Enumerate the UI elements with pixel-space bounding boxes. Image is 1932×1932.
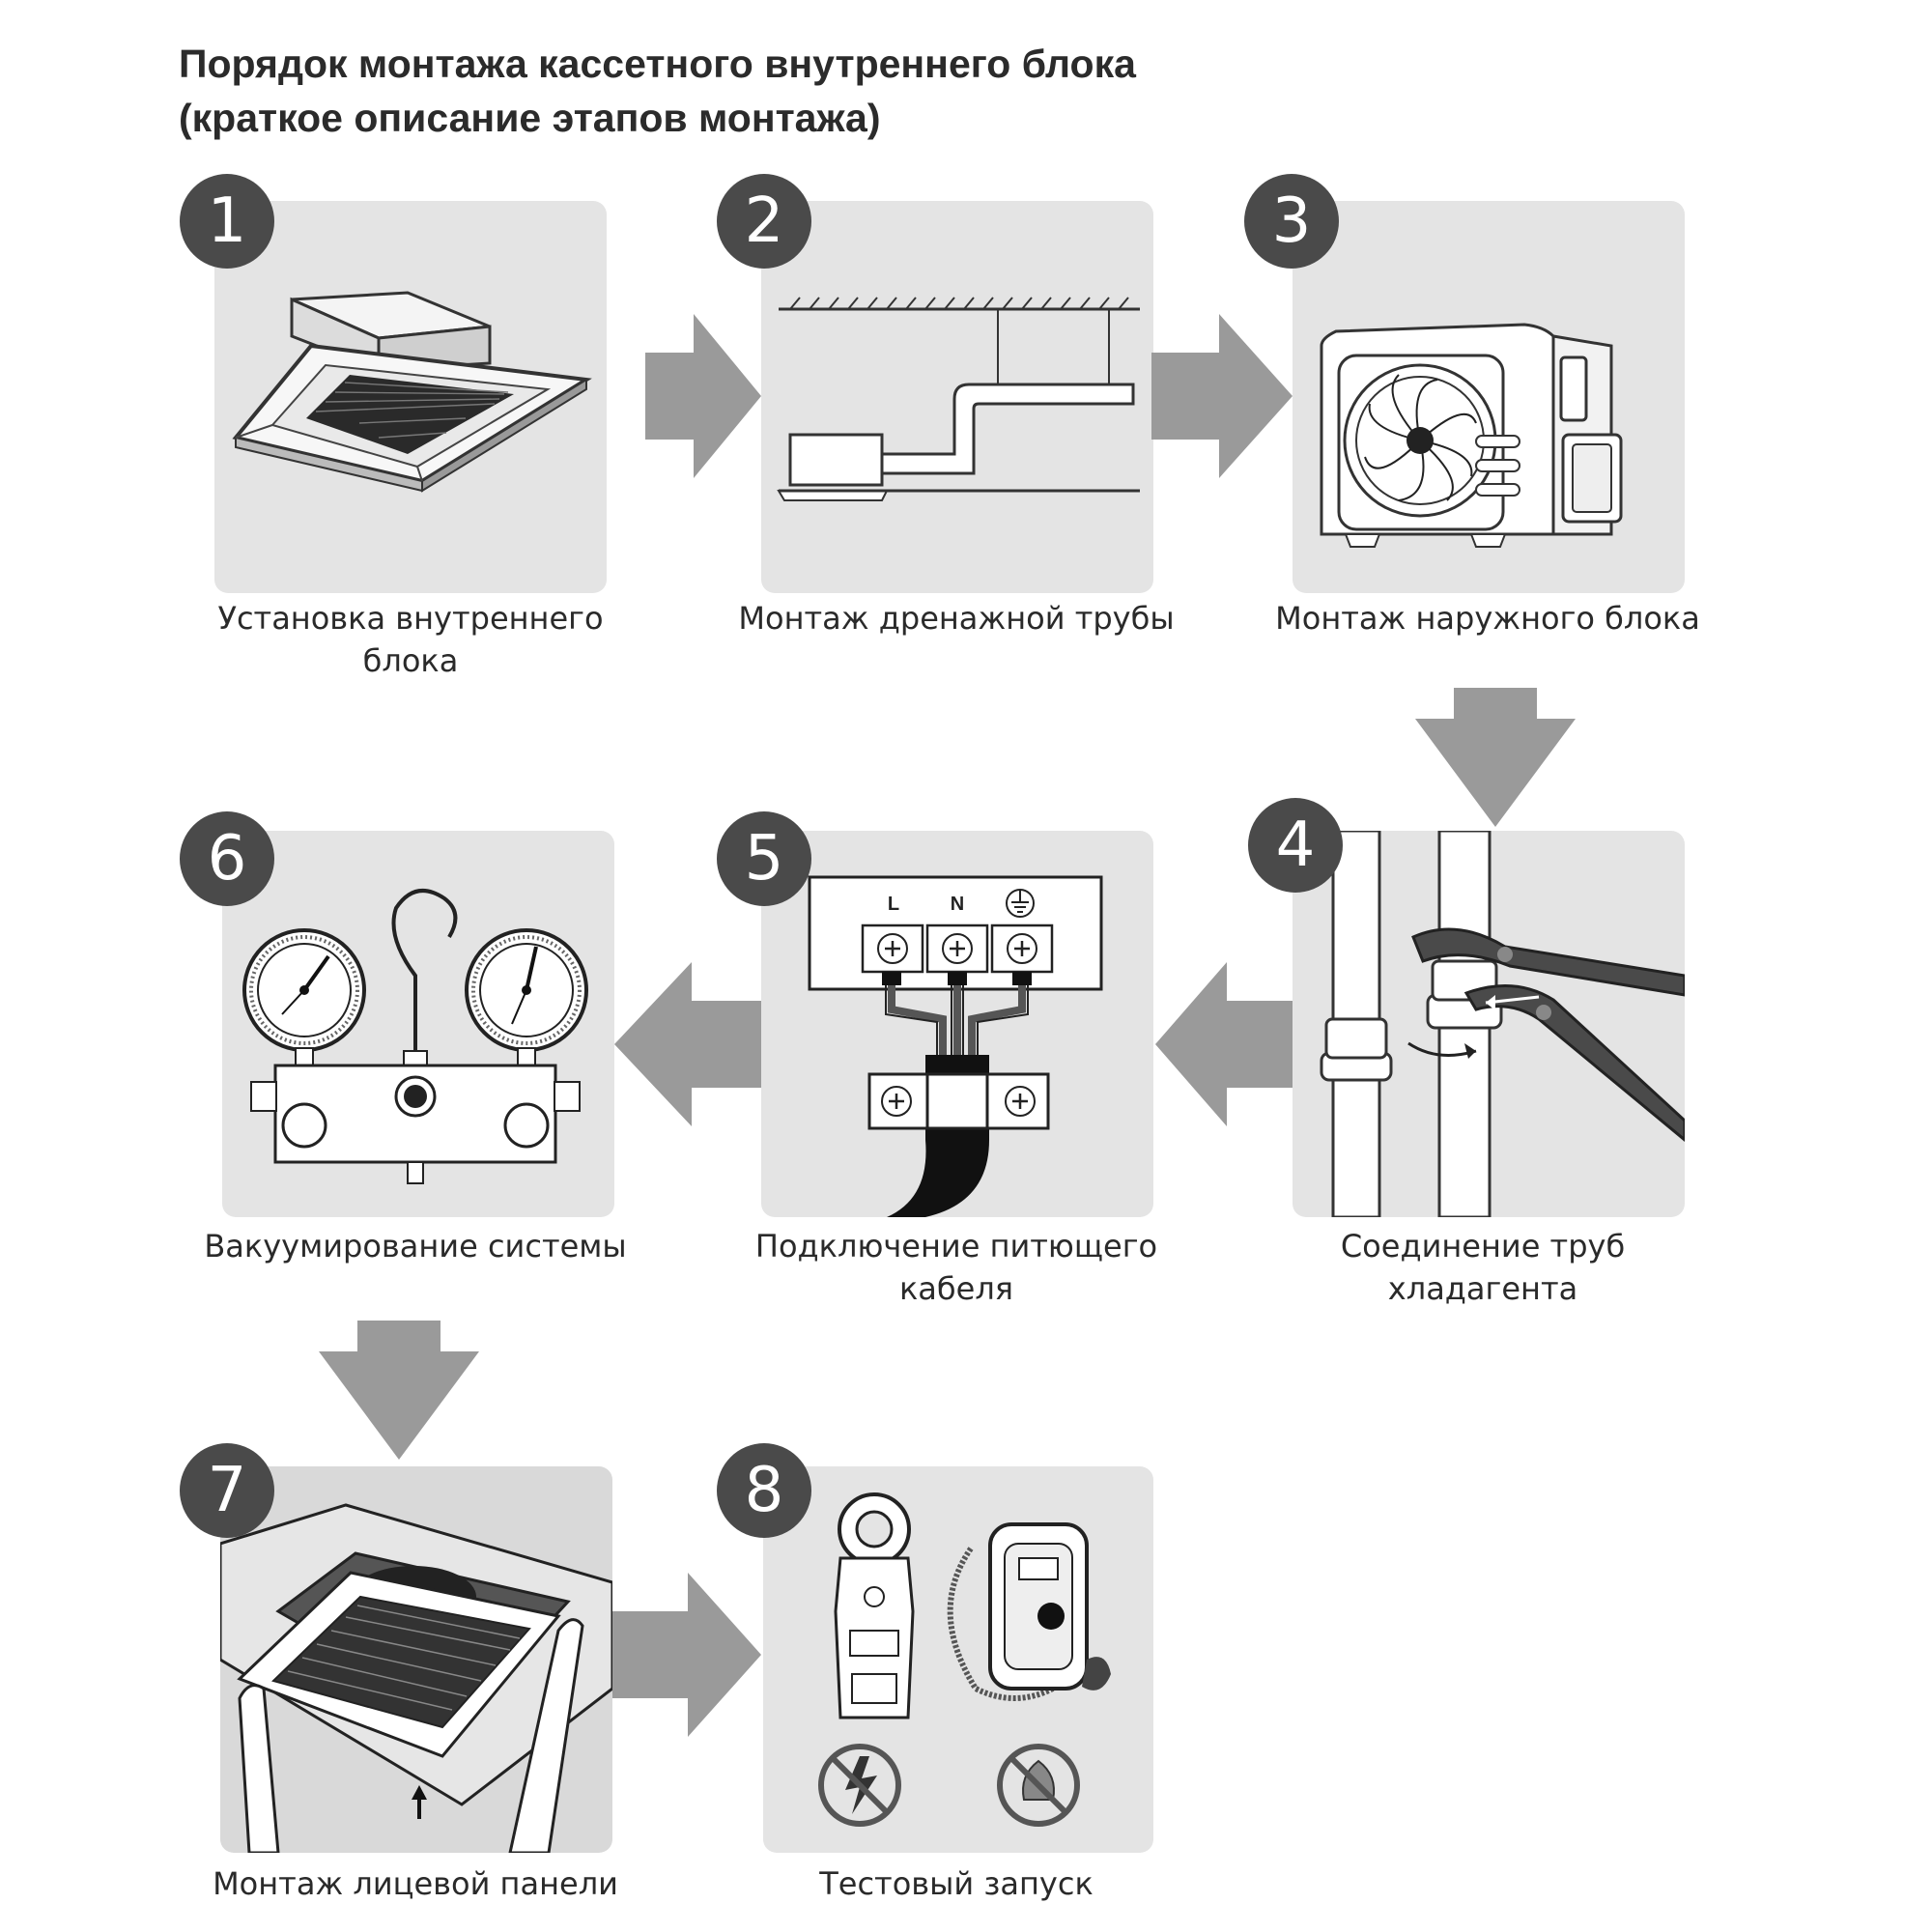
step-2-panel [761,201,1153,593]
test-tools-icon [818,1492,1111,1827]
arrow-down-3-to-4 [1415,688,1576,827]
pipe-wrench-icon [1320,831,1685,1217]
step-7-number: 7 [180,1443,274,1538]
step-2-number: 2 [717,174,811,269]
step-3-caption: Монтаж наружного блока [1256,597,1719,639]
terminal-label-n: N [951,894,964,915]
arrow-down-6-to-7 [319,1321,479,1460]
terminal-label-l: L [888,894,899,915]
step-4-caption-line-1: Соединение труб хладагента [1340,1228,1626,1307]
arrow-right-7-to-8 [612,1573,761,1737]
step-7-panel [220,1466,612,1853]
page-title-line-1: Порядок монтажа кассетного внутреннего б… [179,42,1136,86]
face-panel-icon [220,1503,612,1853]
step-5-caption-line-2: кабеля [898,1270,1014,1307]
step-5-caption: Подключение питющего кабеля [724,1225,1188,1310]
terminal-block-icon: L N [808,875,1103,1217]
step-6-caption: Вакуумирование системы [184,1225,647,1267]
step-6-number: 6 [180,811,274,906]
step-1-caption-line-1: Установка внутреннего [217,600,604,637]
step-8-caption-line-1: Тестовый запуск [819,1865,1094,1902]
arrow-left-4-to-5 [1155,962,1293,1126]
step-5-caption-line-1: Подключение питющего [754,1228,1158,1264]
page-title: Порядок монтажа кассетного внутреннего б… [179,37,1136,145]
step-4-number: 4 [1248,798,1343,893]
step-6-caption-line-1: Вакуумирование системы [204,1228,627,1264]
ground-symbol-icon [1006,889,1035,918]
step-3-caption-line-1: Монтаж наружного блока [1275,600,1700,637]
step-4-panel [1293,831,1685,1217]
clamp-meter-icon [834,1492,915,1719]
step-8-caption: Тестовый запуск [724,1862,1188,1905]
cassette-unit-icon [232,291,592,493]
step-2-caption-line-1: Монтаж дренажной трубы [738,600,1175,637]
step-3-panel [1293,201,1685,593]
step-1-number: 1 [180,174,274,269]
drain-pipe-icon [777,297,1140,501]
leak-detector-icon [947,1522,1111,1701]
step-1-panel [214,201,607,593]
outdoor-unit-icon [1320,323,1623,548]
step-8-panel [763,1466,1153,1853]
step-1-caption: Установка внутреннего блока [179,597,642,682]
step-2-caption: Монтаж дренажной трубы [715,597,1198,639]
step-7-caption: Монтаж лицевой панели [184,1862,647,1905]
manifold-gauge-icon [242,889,588,1184]
no-gas-leak-icon [997,1744,1080,1827]
step-7-caption-line-1: Монтаж лицевой панели [213,1865,618,1902]
step-3-number: 3 [1244,174,1339,269]
arrow-right-2-to-3 [1151,314,1293,478]
arrow-right-1-to-2 [645,314,761,478]
arrow-left-5-to-6 [614,962,761,1126]
step-5-number: 5 [717,811,811,906]
step-1-caption-line-2: блока [362,642,459,679]
no-electricity-icon [818,1744,901,1827]
step-4-caption: Соединение труб хладагента [1241,1225,1724,1310]
step-6-panel [222,831,614,1217]
step-8-number: 8 [717,1443,811,1538]
page-title-line-2: (краткое описание этапов монтажа) [179,96,881,140]
step-5-panel: L N [761,831,1153,1217]
